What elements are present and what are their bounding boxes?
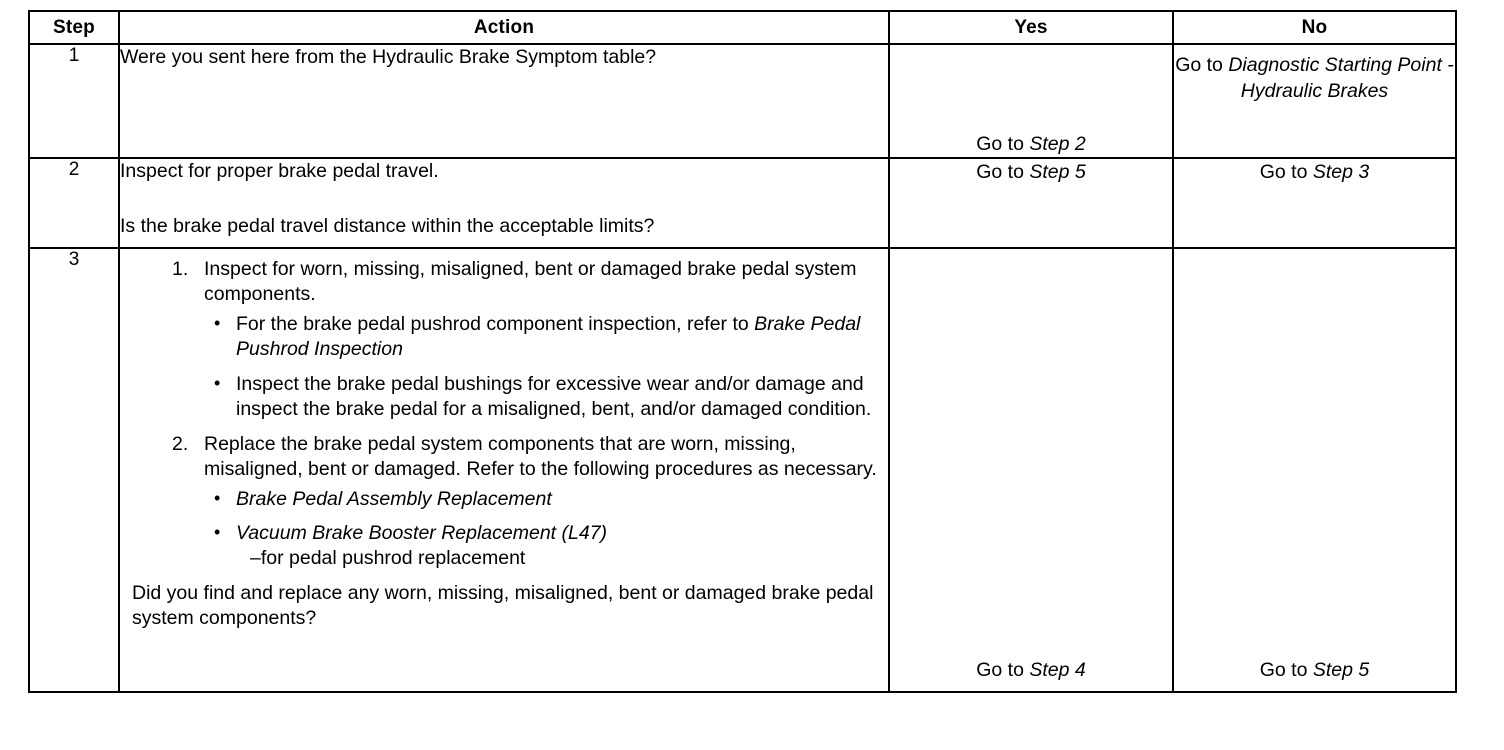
action-question: Did you find and replace any worn, missi… — [132, 582, 874, 629]
list-item: • For the brake pedal pushrod component … — [204, 312, 878, 362]
goto-prefix: Go to — [976, 659, 1030, 681]
bullet-icon: • — [214, 488, 221, 508]
header-step: Step — [28, 10, 120, 45]
action-content: Inspect for proper brake pedal travel. I… — [118, 157, 890, 249]
step-number: 1 — [28, 43, 120, 159]
procedure-item-2: 2. Replace the brake pedal system compon… — [132, 432, 878, 571]
procedure-item-2-bullets: • Brake Pedal Assembly Replacement • Vac… — [204, 487, 878, 571]
goto-prefix: Go to — [1175, 54, 1229, 76]
list-item: • Vacuum Brake Booster Replacement (L47)… — [204, 521, 878, 571]
procedure-item-1-bullets: • For the brake pedal pushrod component … — [204, 312, 878, 422]
bullet-icon: • — [214, 522, 221, 542]
action-content: 1. Inspect for worn, missing, misaligned… — [118, 247, 890, 693]
bullet-icon: • — [214, 373, 221, 393]
action-question: Is the brake pedal travel distance withi… — [120, 215, 655, 237]
action-content: Were you sent here from the Hydraulic Br… — [118, 43, 890, 159]
bullet-text-pre: Inspect the brake pedal bushings for exc… — [236, 373, 872, 420]
list-marker-2: 2. — [172, 433, 189, 455]
procedure-item-2-text: Replace the brake pedal system component… — [204, 433, 877, 480]
no-answer-text: Go to Step 3 — [1174, 159, 1455, 185]
goto-prefix: Go to — [976, 133, 1030, 155]
no-answer-text: Go to Diagnostic Starting Point - Hydrau… — [1174, 52, 1455, 104]
procedure-list: 1. Inspect for worn, missing, misaligned… — [132, 257, 878, 571]
header-action: Action — [118, 10, 890, 45]
goto-reference: Step 3 — [1312, 161, 1370, 183]
procedure-item-1-text: Inspect for worn, missing, misaligned, b… — [204, 258, 857, 305]
goto-prefix: Go to — [1259, 161, 1313, 183]
no-answer: Go to Step 5 — [1172, 247, 1457, 693]
bullet-text-italic: Vacuum Brake Booster Replacement (L47) — [236, 522, 608, 544]
yes-answer: Go to Step 2 — [888, 43, 1174, 159]
diagnostic-table: Step Action Yes No 1 Were you sent here … — [28, 10, 1457, 693]
goto-reference: Step 5 — [1312, 659, 1370, 681]
goto-prefix: Go to — [1259, 659, 1313, 681]
list-item: • Brake Pedal Assembly Replacement — [204, 487, 878, 512]
action-statement: Inspect for proper brake pedal travel. — [120, 160, 439, 182]
yes-answer-text: Go to Step 2 — [890, 131, 1172, 157]
table-row: 1 Were you sent here from the Hydraulic … — [28, 43, 1457, 159]
goto-reference: Step 4 — [1029, 659, 1086, 681]
yes-answer: Go to Step 5 — [888, 157, 1174, 249]
bullet-text-pre: For the brake pedal pushrod component in… — [236, 313, 755, 335]
goto-reference: Diagnostic Starting Point - Hydraulic Br… — [1228, 54, 1454, 102]
list-marker-1: 1. — [172, 258, 189, 280]
goto-reference: Step 5 — [1029, 161, 1086, 183]
goto-reference: Step 2 — [1029, 133, 1086, 155]
bullet-icon: • — [214, 313, 221, 333]
list-item: • Inspect the brake pedal bushings for e… — [204, 372, 878, 422]
table-header-row: Step Action Yes No — [28, 10, 1457, 45]
no-answer: Go to Step 3 — [1172, 157, 1457, 249]
action-question: Were you sent here from the Hydraulic Br… — [120, 46, 657, 68]
bullet-text-italic: Brake Pedal Assembly Replacement — [236, 488, 552, 510]
goto-prefix: Go to — [976, 161, 1030, 183]
bullet-subnote: –for pedal pushrod replacement — [250, 547, 526, 569]
yes-answer: Go to Step 4 — [888, 247, 1174, 693]
no-answer-text: Go to Step 5 — [1174, 657, 1455, 683]
table-row: 2 Inspect for proper brake pedal travel.… — [28, 157, 1457, 249]
header-no: No — [1172, 10, 1457, 45]
yes-answer-text: Go to Step 5 — [890, 159, 1172, 185]
step-number: 3 — [28, 247, 120, 693]
procedure-item-1: 1. Inspect for worn, missing, misaligned… — [132, 257, 878, 422]
header-yes: Yes — [888, 10, 1174, 45]
yes-answer-text: Go to Step 4 — [890, 657, 1172, 683]
table-row: 3 1. Inspect for worn, missing, misalign… — [28, 247, 1457, 693]
no-answer: Go to Diagnostic Starting Point - Hydrau… — [1172, 43, 1457, 159]
step-number: 2 — [28, 157, 120, 249]
bullet-text-italic: Brake Pedal Pushrod Inspection — [236, 313, 861, 360]
